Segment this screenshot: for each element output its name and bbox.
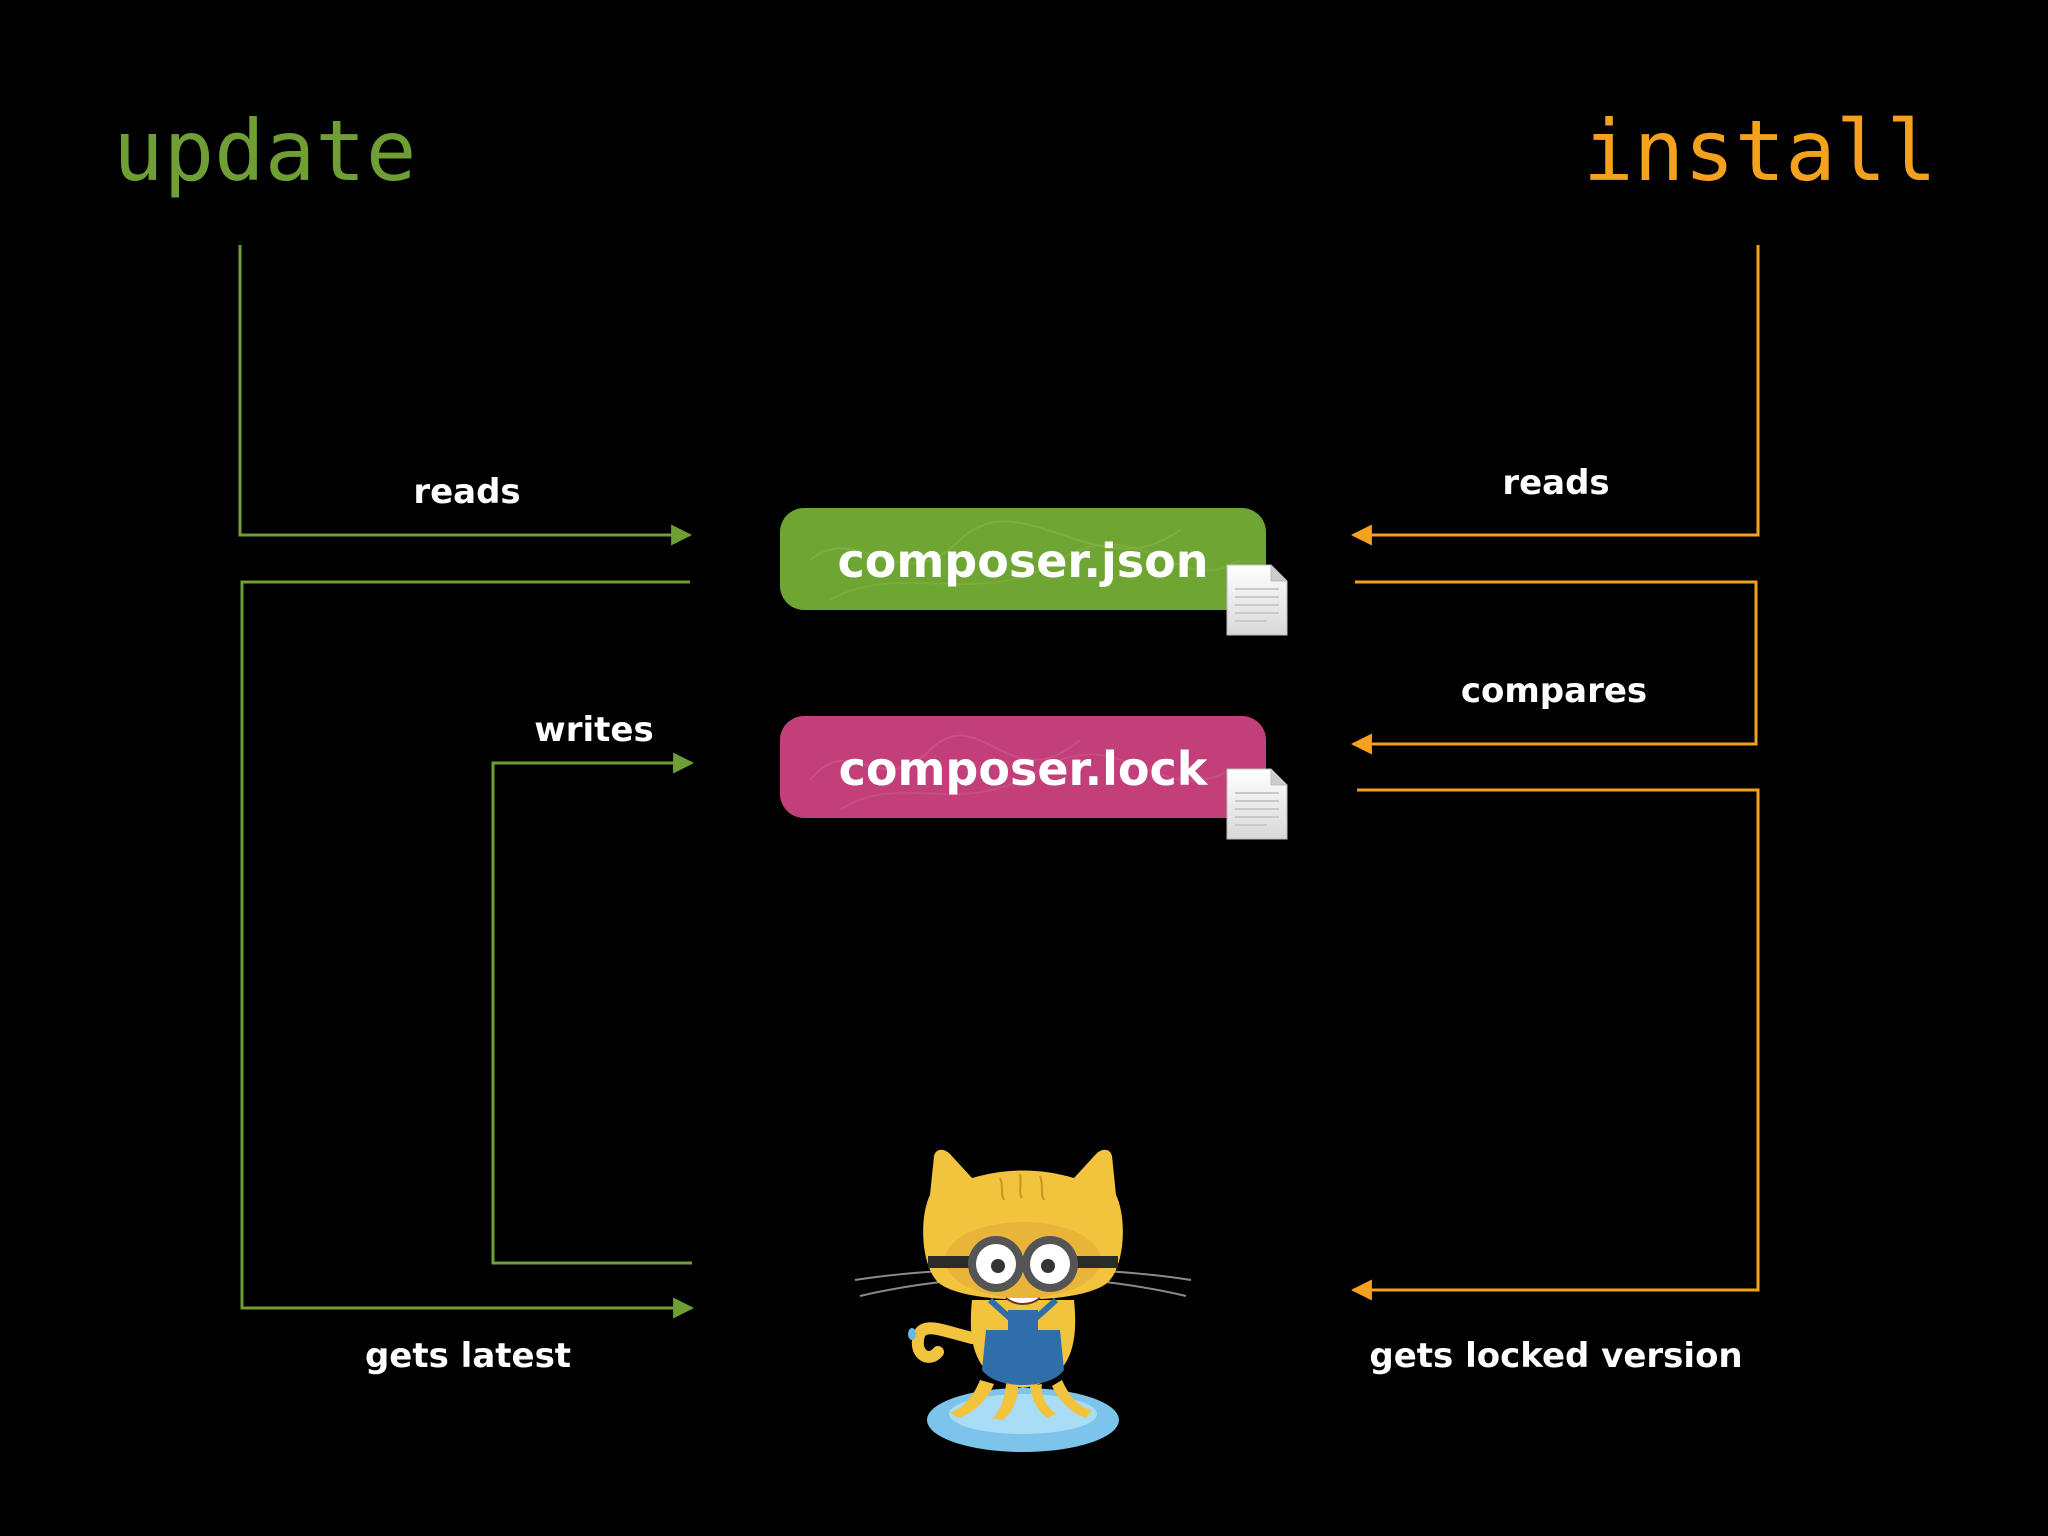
install-command-title: install (1583, 102, 1937, 200)
update-reads-label: reads (413, 472, 520, 512)
octocat-minion-icon (854, 1149, 1192, 1452)
update-writes-arrow (491, 752, 695, 1265)
install-compares-label: compares (1461, 671, 1647, 711)
install-connectors (1350, 245, 1760, 1301)
composer-json-node: composer.json (780, 508, 1288, 636)
update-gets-latest-arrow (240, 580, 695, 1319)
update-writes-label: writes (534, 710, 653, 750)
composer-lock-label: composer.lock (839, 742, 1209, 796)
install-gets-locked-label: gets locked version (1369, 1336, 1742, 1376)
update-reads-arrow (238, 245, 693, 546)
composer-json-box (780, 508, 1266, 610)
install-reads-label: reads (1502, 463, 1609, 503)
update-gets-latest-label: gets latest (365, 1336, 571, 1376)
update-command-title: update (113, 102, 416, 200)
composer-json-label: composer.json (837, 534, 1208, 588)
install-compares-arrow (1350, 580, 1758, 755)
document-icon (1226, 564, 1288, 636)
install-gets-locked-arrow (1350, 788, 1760, 1301)
install-reads-arrow (1350, 245, 1760, 546)
composer-lock-node: composer.lock (780, 716, 1288, 840)
update-connectors (238, 245, 695, 1319)
document-icon (1226, 768, 1288, 840)
